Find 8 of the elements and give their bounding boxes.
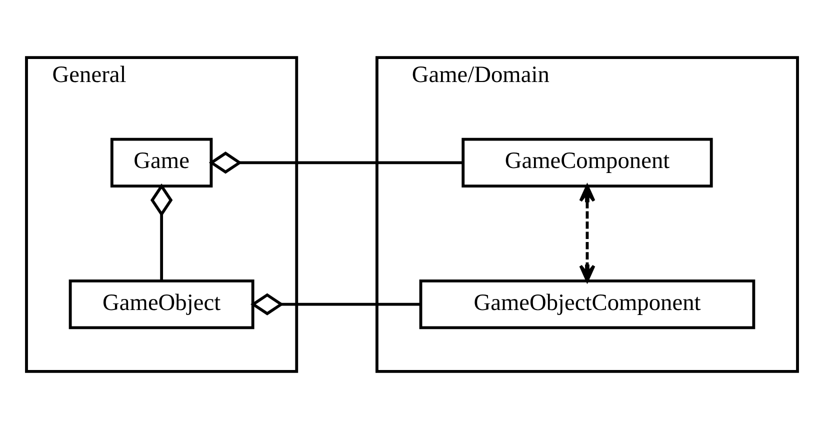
arrow bbox=[579, 184, 596, 282]
node-box: GameObject bbox=[68, 279, 254, 330]
node-box: GameObjectComponent bbox=[419, 279, 756, 330]
connector bbox=[150, 184, 173, 281]
connector bbox=[250, 293, 421, 316]
node-box: GameComponent bbox=[462, 138, 713, 188]
node-box: Game bbox=[110, 138, 213, 188]
connector bbox=[208, 152, 463, 174]
